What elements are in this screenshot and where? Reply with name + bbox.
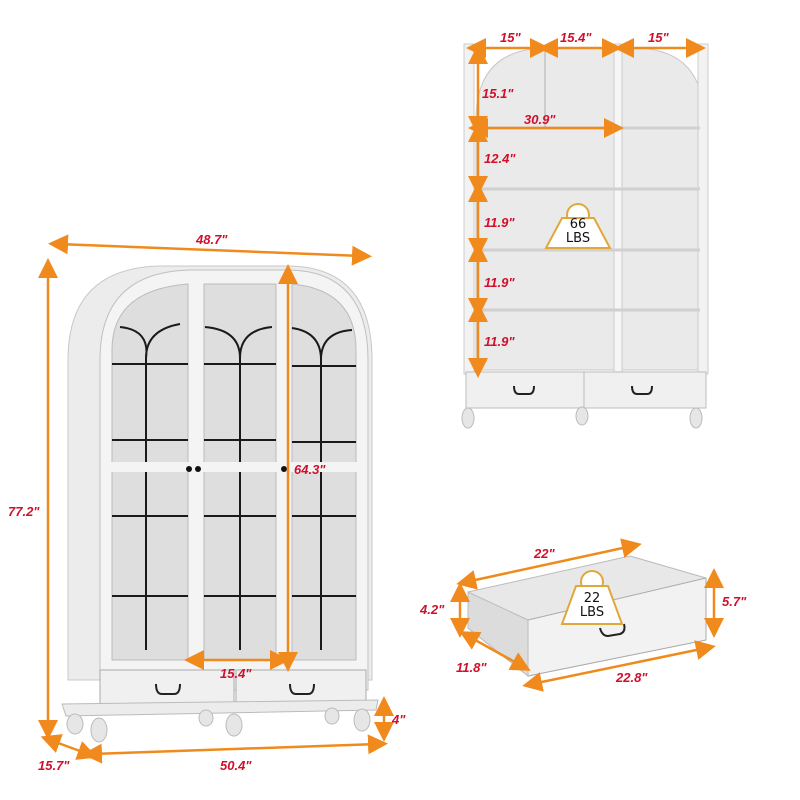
label-shelf-height-2: 11.9" — [484, 215, 515, 230]
shelf-capacity-value: 66 — [569, 217, 587, 232]
label-leg-height: 4" — [392, 712, 406, 727]
label-drawer-front-height: 5.7" — [722, 594, 747, 609]
label-shelf-height-1: 12.4" — [484, 151, 516, 166]
label-drawer-outer-width: 22.8" — [616, 670, 648, 685]
drawer-capacity-text: 22 LBS — [572, 592, 612, 620]
label-bottom-width: 50.4" — [220, 758, 252, 773]
label-total-height: 77.2" — [8, 504, 40, 519]
label-col-width-3: 15" — [648, 30, 669, 45]
label-drawer-back-height: 4.2" — [420, 602, 445, 617]
drawer-capacity-unit: LBS — [579, 605, 605, 620]
label-drawer-depth: 11.8" — [456, 660, 487, 675]
shelf-capacity-text: 66 LBS — [558, 218, 598, 246]
label-col-width-1: 15" — [500, 30, 521, 45]
label-top-width: 48.7" — [196, 232, 228, 247]
grille-pattern — [112, 323, 356, 650]
label-inner-height: 64.3" — [294, 462, 326, 477]
label-double-width: 30.9" — [524, 112, 556, 127]
label-door-width: 15.4" — [220, 666, 252, 681]
label-shelf-height-4: 11.9" — [484, 334, 515, 349]
weight-badge-66 — [544, 203, 612, 249]
label-col-width-2: 15.4" — [560, 30, 592, 45]
label-depth: 15.7" — [38, 758, 70, 773]
shelf-capacity-unit: LBS — [565, 231, 591, 246]
label-shelf-height-3: 11.9" — [484, 275, 515, 290]
label-arch-height: 15.1" — [482, 86, 514, 101]
drawer-capacity-value: 22 — [583, 591, 601, 606]
front-cabinet — [61, 265, 379, 743]
label-drawer-inner-width: 22" — [534, 546, 555, 561]
